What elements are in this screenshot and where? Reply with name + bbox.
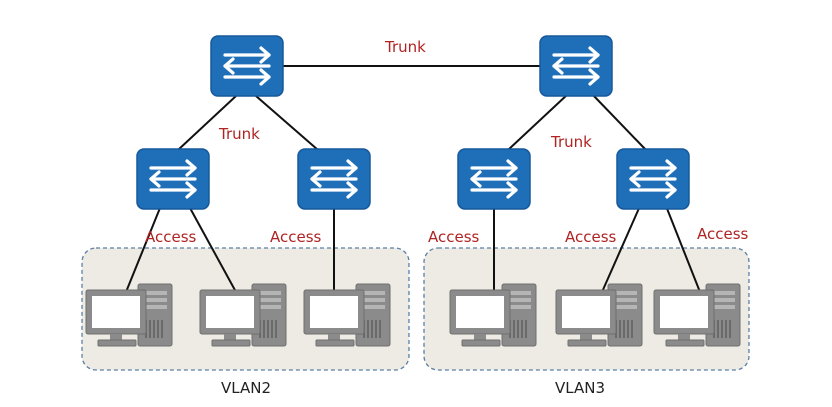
access-switch-4-icon: [615, 147, 691, 211]
trunk-label-core: Trunk: [384, 38, 426, 56]
trunk-label-left: Trunk: [218, 125, 260, 143]
access-label-1: Access: [145, 228, 197, 246]
trunk-link-left-2: [255, 95, 319, 151]
core-switch-right-icon: [538, 34, 614, 98]
links: [125, 65, 701, 293]
access-link-2: [189, 207, 237, 293]
trunk-link-right-2: [591, 93, 647, 151]
vlan3-label: VLAN3: [555, 379, 605, 397]
access-link-5: [601, 205, 641, 293]
core-switch-left-icon: [209, 34, 285, 98]
access-label-3: Access: [428, 228, 480, 246]
access-link-1: [125, 207, 161, 293]
trunk-label-right: Trunk: [550, 133, 592, 151]
access-label-4: Access: [565, 228, 617, 246]
access-switch-1-icon: [135, 147, 211, 211]
access-label-2: Access: [270, 228, 322, 246]
trunk-link-left-1: [177, 95, 237, 151]
access-switch-2-icon: [296, 147, 372, 211]
trunk-link-right-1: [507, 93, 569, 151]
access-switch-3-icon: [456, 147, 532, 211]
access-link-6: [665, 205, 701, 293]
vlan2-label: VLAN2: [221, 379, 271, 397]
access-label-5: Access: [697, 225, 749, 243]
